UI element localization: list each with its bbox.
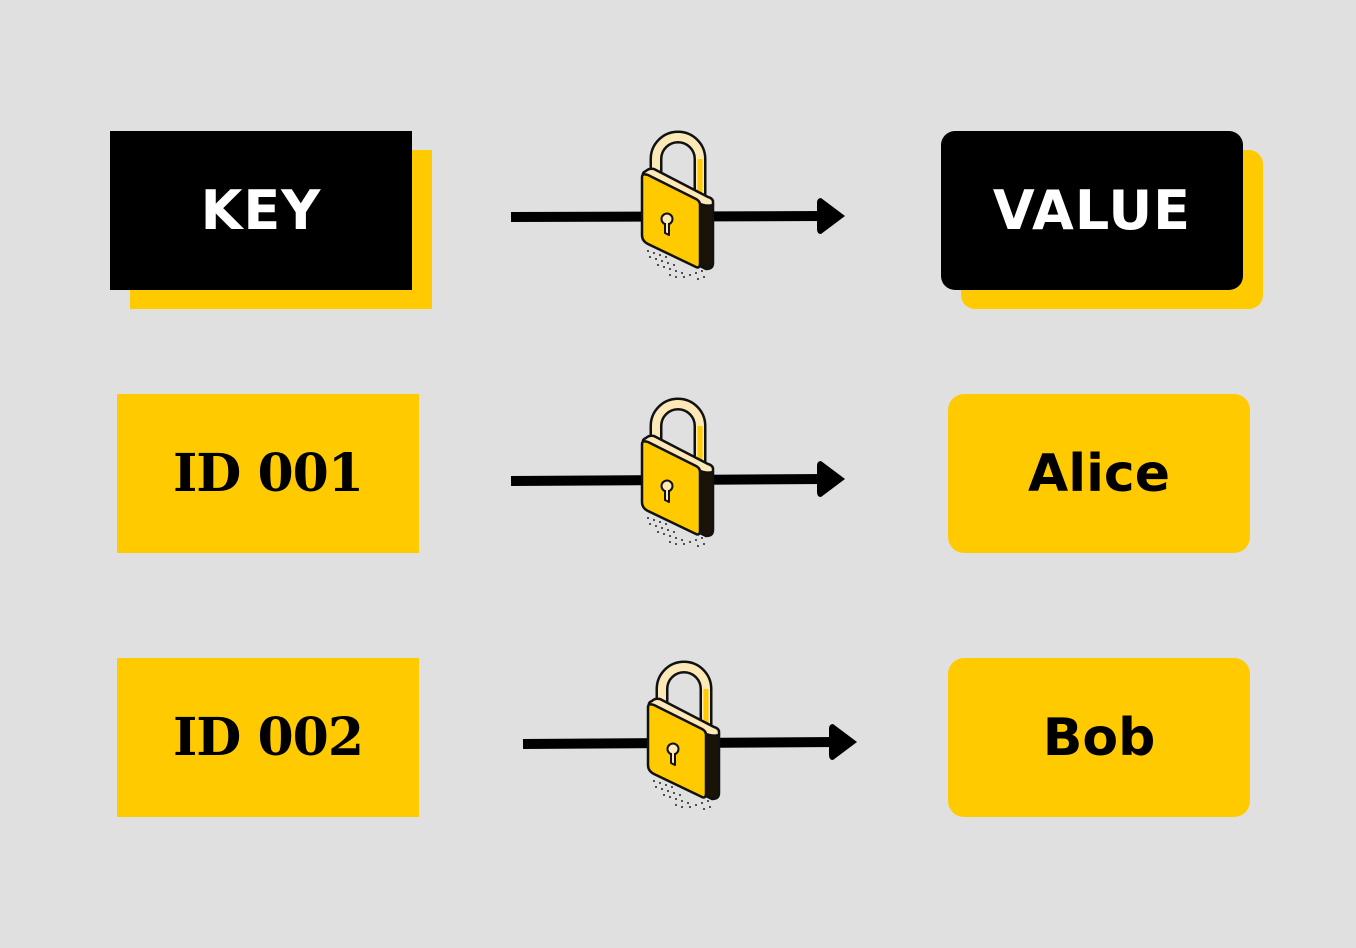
value-cell-1-label: Alice xyxy=(1028,443,1170,504)
connector-header xyxy=(510,125,845,295)
arrow-right-icon xyxy=(817,198,845,234)
key-cell-2-label: ID 002 xyxy=(172,707,364,768)
key-cell-2: ID 002 xyxy=(117,658,419,817)
value-cell-2-label: Bob xyxy=(1042,707,1156,768)
arrow-right-icon xyxy=(817,461,845,497)
value-cell-2: Bob xyxy=(948,658,1250,817)
value-header-label: VALUE xyxy=(992,179,1192,242)
connector-row-2 xyxy=(522,653,857,823)
value-header: VALUE xyxy=(941,131,1243,290)
key-cell-1-label: ID 001 xyxy=(172,443,364,504)
arrow-right-icon xyxy=(829,724,857,760)
key-header: KEY xyxy=(110,131,412,290)
key-cell-1: ID 001 xyxy=(117,394,419,553)
key-header-label: KEY xyxy=(200,179,322,242)
value-cell-1: Alice xyxy=(948,394,1250,553)
connector-row-1 xyxy=(510,390,845,560)
padlock-icon xyxy=(642,137,713,280)
padlock-icon xyxy=(648,667,719,810)
padlock-icon xyxy=(642,404,713,547)
